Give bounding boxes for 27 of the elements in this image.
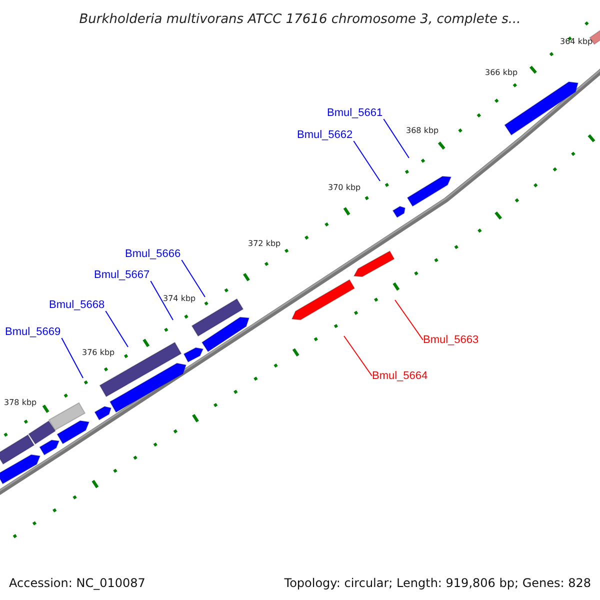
gene-label: Bmul_5669 [5,325,61,339]
genome-summary-text: Topology: circular; Length: 919,806 bp; Genes: 828 [284,575,591,592]
gene-label: Bmul_5663 [423,333,479,347]
position-label: 374 kbp [163,294,196,304]
leader-line [181,260,206,298]
position-label: 376 kbp [82,348,115,358]
gene-label: Bmul_5664 [372,369,428,383]
gene-label: Bmul_5667 [94,268,150,282]
leader-line [150,280,174,320]
position-label: 372 kbp [248,239,281,249]
map-title: Burkholderia multivorans ATCC 17616 chromosome 3, complete s... [78,11,522,29]
position-label: 366 kbp [485,68,518,78]
leader-line [61,338,84,378]
position-label: 368 kbp [406,126,439,136]
accession-text: Accession: NC_010087 [9,575,146,592]
leader-line [344,336,372,376]
leader-line [105,310,128,348]
gene-label: Bmul_5668 [49,298,105,312]
leader-line [394,300,424,340]
gene-label: Bmul_5661 [327,106,383,120]
position-label: 364 kbp [560,37,593,47]
position-label: 378 kbp [4,398,37,408]
leader-line [353,140,380,182]
position-label: 370 kbp [328,183,361,193]
gene-label: Bmul_5666 [125,247,181,261]
gene-label: Bmul_5662 [297,128,353,142]
leader-line [383,118,410,158]
